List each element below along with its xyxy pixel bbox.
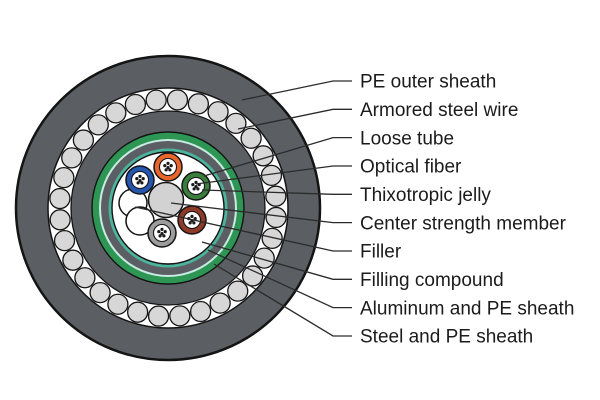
optical-fiber-dot	[194, 185, 198, 189]
label-thixotropic-jelly: Thixotropic jelly	[360, 185, 491, 206]
optical-fiber-dot	[157, 230, 161, 234]
armored-steel-wire	[53, 229, 76, 252]
leader-line-filling-compound	[201, 241, 352, 280]
armored-steel-wire	[61, 147, 83, 169]
armored-steel-wire	[169, 305, 191, 327]
armored-steel-wire	[126, 301, 149, 323]
armored-steel-wire	[227, 280, 249, 302]
optical-fiber-dot	[169, 164, 173, 168]
armored-steel-wire	[209, 292, 231, 314]
optical-fiber-dot	[196, 187, 200, 191]
cable-body	[14, 54, 322, 362]
armored-steel-wire	[74, 267, 96, 289]
leader-line-center-strength-member	[170, 202, 352, 224]
optical-fiber-dot	[188, 221, 192, 225]
leader-line-pe-outer-sheath	[241, 80, 352, 101]
optical-fiber-dot	[135, 177, 139, 181]
leader-line-aluminum-pe-sheath	[207, 249, 352, 309]
armored-steel-wires	[49, 89, 287, 327]
leader-line-loose-tube	[203, 137, 352, 177]
optical-fiber-dot	[166, 166, 170, 170]
optical-fiber-dot	[138, 179, 142, 183]
label-pe-outer-sheath: PE outer sheath	[360, 72, 496, 93]
armored-steel-wire	[240, 127, 262, 149]
leader-line-steel-pe-sheath	[213, 263, 352, 337]
optical-fiber-dot	[191, 183, 195, 187]
leader-line-optical-fiber	[195, 165, 352, 185]
leader-line-filler	[134, 206, 352, 252]
optical-fiber-dot	[162, 234, 166, 238]
armored-steel-wire	[189, 300, 212, 323]
armored-steel-wire	[147, 305, 170, 327]
armored-steel-wire	[187, 93, 210, 115]
leader-line-thixotropic-jelly	[201, 189, 352, 195]
optical-fiber-dot	[164, 168, 168, 172]
optical-fiber-dot	[192, 187, 196, 191]
label-armored-steel-wire: Armored steel wire	[360, 100, 518, 121]
optical-fiber-dot	[190, 214, 194, 218]
optical-fiber-dot	[163, 230, 167, 234]
armored-steel-wire	[53, 166, 75, 189]
armored-steel-wire	[49, 187, 71, 210]
label-filler: Filler	[360, 242, 402, 263]
label-aluminum-pe-sheath: Aluminum and PE sheath	[360, 298, 574, 319]
armored-steel-wire	[225, 112, 247, 135]
armored-steel-wire	[105, 102, 127, 124]
center-strength-member	[147, 181, 185, 219]
armored-steel-wire	[72, 129, 95, 151]
optical-fiber-dot	[138, 174, 142, 178]
optical-fiber-dot	[166, 161, 170, 165]
optical-fiber-dot	[193, 217, 197, 221]
label-optical-fiber: Optical fiber	[360, 157, 462, 178]
armored-steel-wire	[265, 185, 287, 207]
armored-steel-wire	[166, 89, 189, 111]
armored-steel-wire	[265, 206, 287, 229]
label-center-strength-member: Center strength member	[360, 213, 567, 234]
leader-line-armored-steel-wire	[237, 108, 352, 130]
armored-steel-wire	[89, 281, 111, 304]
armored-steel-wire	[49, 209, 71, 231]
loose-tube-green-tube	[181, 171, 211, 201]
armored-steel-wire	[124, 93, 147, 116]
armored-steel-wire	[253, 247, 275, 269]
armored-steel-wire	[207, 101, 229, 123]
loose-tube-blue-tube	[125, 165, 155, 195]
optical-fiber-dot	[194, 180, 198, 184]
loose-tube-orange-tube	[153, 152, 183, 182]
armored-steel-wire	[62, 249, 84, 271]
label-filling-compound: Filling compound	[360, 270, 504, 291]
optical-fiber-dot	[158, 234, 162, 238]
armored-steel-wire	[107, 293, 129, 315]
optical-fiber-dot	[160, 232, 164, 236]
optical-fiber-dot	[163, 164, 167, 168]
optical-fiber-dot	[160, 227, 164, 231]
optical-fiber-dot	[192, 221, 196, 225]
armored-steel-wire	[261, 227, 283, 250]
optical-fiber-dot	[168, 168, 172, 172]
armored-steel-wire	[241, 265, 264, 287]
optical-fiber-dot	[141, 177, 145, 181]
optical-fiber-dot	[140, 181, 144, 185]
leader-lines	[134, 80, 352, 337]
loose-tube-gray-tube	[147, 218, 177, 248]
label-loose-tube: Loose tube	[360, 128, 454, 149]
armored-steel-wire	[87, 114, 109, 136]
label-steel-pe-sheath: Steel and PE sheath	[360, 327, 533, 348]
armored-steel-wire	[145, 89, 167, 111]
optical-fiber-dot	[136, 181, 140, 185]
